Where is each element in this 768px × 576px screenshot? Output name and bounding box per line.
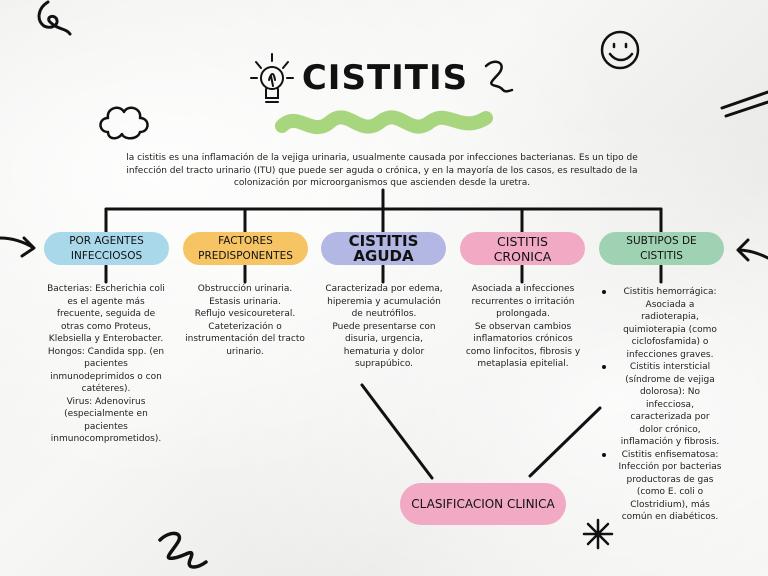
category-label: POR AGENTES INFECCIOSOS: [69, 234, 144, 262]
text-line: infecciosa,: [646, 399, 694, 410]
star-doodle-icon: [582, 518, 614, 550]
text-line: (síndrome de vejiga: [625, 374, 715, 385]
text-line: Asociada a infecciones: [471, 284, 575, 294]
left-arrow-icon: [0, 236, 36, 258]
text-line: inflamatorios crónicos: [473, 334, 573, 344]
scribble-doodle-icon: [158, 531, 208, 569]
text-line: Asociada a: [645, 299, 695, 310]
text-line: caracterizada por: [630, 412, 710, 422]
text-line: prolongada.: [496, 309, 550, 319]
text-line: catéteres).: [81, 384, 131, 394]
column-agentes: Bacterias: Escherichia coli es el agente…: [40, 283, 172, 446]
text-line: Obstrucción urinaria.: [197, 284, 293, 294]
category-label: CISTITIS CRONICA: [493, 233, 552, 264]
category-label: FACTORES PREDISPONENTES: [198, 234, 293, 262]
text-line: Cistitis intersticial: [629, 362, 711, 372]
text-line: hiperemia y acumulación: [327, 296, 441, 307]
text-line: urinario.: [226, 346, 264, 357]
text-line: Caracterizada por edema,: [325, 284, 443, 294]
list-item: Cistitis enfisematosa: Infección por bac…: [602, 449, 728, 524]
cloud-icon: [99, 106, 149, 140]
smiley-icon: [600, 30, 640, 70]
text-line: es el agente más: [67, 296, 145, 307]
text-line: Cateterización o: [208, 321, 282, 332]
text-line: quimioterapia (como: [623, 324, 717, 335]
text-line: frecuente, seguida de: [56, 309, 156, 319]
text-line: recurrentes o irritación: [471, 296, 575, 307]
text-line: como linfocitos, fibrosis y: [465, 346, 581, 357]
classification-label: CLASIFICACION CLINICA: [411, 496, 555, 511]
text-line: ciclofosfamida) o: [631, 337, 709, 347]
text-line: pacientes: [84, 421, 128, 432]
text-line: suprapúbico.: [354, 359, 414, 369]
right-arrow-icon: [736, 238, 768, 262]
text-line: Cistitis hemorrágica:: [623, 287, 717, 297]
classification-pill: CLASIFICACION CLINICA: [400, 483, 566, 525]
list-item: Cistitis intersticial (síndrome de vejig…: [602, 361, 728, 449]
text-line: Klebsiella y Enterobacter.: [48, 334, 164, 344]
list-item: Cistitis hemorrágica: Asociada a radiote…: [602, 286, 728, 361]
text-line: otras como Proteus,: [61, 321, 151, 332]
text-line: Se observan cambios: [474, 321, 572, 332]
category-pill-agentes: POR AGENTES INFECCIOSOS: [44, 232, 169, 265]
column-cronica: Asociada a infecciones recurrentes o irr…: [455, 283, 591, 371]
text-line: común en diabéticos.: [621, 512, 719, 522]
connector-lines: [104, 188, 663, 480]
text-line: dolor crónico,: [639, 424, 701, 435]
text-line: pacientes: [84, 359, 128, 369]
text-line: Estasis urinaria.: [209, 296, 281, 307]
green-wave-underline: [275, 110, 493, 135]
category-label: SUBTIPOS DE CISTITIS: [626, 234, 697, 262]
page-title: CISTITIS: [301, 58, 469, 98]
text-line: productoras de gas: [626, 474, 714, 485]
text-line: Reflujo vesicoureteral.: [194, 309, 296, 319]
category-pill-factores: FACTORES PREDISPONENTES: [183, 232, 308, 265]
category-pill-cronica: CISTITIS CRONICA: [460, 232, 585, 265]
text-line: Bacterias: Escherichia coli: [47, 284, 165, 294]
text-line: Clostridium), más: [630, 499, 710, 510]
text-line: dolorosa): No: [639, 387, 701, 397]
column-factores: Obstrucción urinaria. Estasis urinaria. …: [177, 283, 313, 358]
text-line: Virus: Adenovirus: [66, 396, 146, 407]
lightbulb-icon: [250, 53, 294, 103]
column-aguda: Caracterizada por edema, hiperemia y acu…: [316, 283, 452, 371]
text-line: de neutrófilos.: [351, 309, 417, 319]
text-line: Cistitis enfisematosa:: [621, 449, 719, 460]
text-line: metaplasia epitelial.: [477, 359, 569, 369]
text-line: instrumentación del tracto: [185, 334, 305, 344]
text-line: inflamación y fibrosis.: [620, 437, 720, 447]
text-line: (como E. coli o: [636, 487, 704, 497]
column-subtipos: Cistitis hemorrágica: Asociada a radiote…: [602, 286, 728, 524]
text-line: Puede presentarse con: [332, 321, 436, 332]
text-line: radioterapia,: [641, 312, 699, 322]
slash-lines-doodle: [720, 90, 768, 118]
text-line: infecciones graves.: [626, 349, 714, 360]
category-label: CISTITIS AGUDA: [348, 231, 419, 265]
category-pill-subtipos: SUBTIPOS DE CISTITIS: [599, 232, 724, 265]
intro-paragraph: la cistitis es una inflamación de la vej…: [126, 153, 638, 188]
text-line: inmunocomprometidos).: [50, 434, 162, 444]
squiggle-doodle-icon: [484, 60, 514, 93]
text-line: hematuria y dolor: [343, 346, 425, 357]
text-line: Hongos: Candida spp. (en: [47, 346, 165, 357]
category-pill-aguda: CISTITIS AGUDA: [321, 232, 446, 265]
text-line: (especialmente en: [64, 409, 148, 419]
swirl-doodle-icon: [37, 0, 72, 36]
text-line: disuria, urgencia,: [344, 334, 424, 344]
text-line: inmunodeprimidos o con: [50, 371, 162, 382]
text-line: Infección por bacterias: [618, 462, 722, 472]
